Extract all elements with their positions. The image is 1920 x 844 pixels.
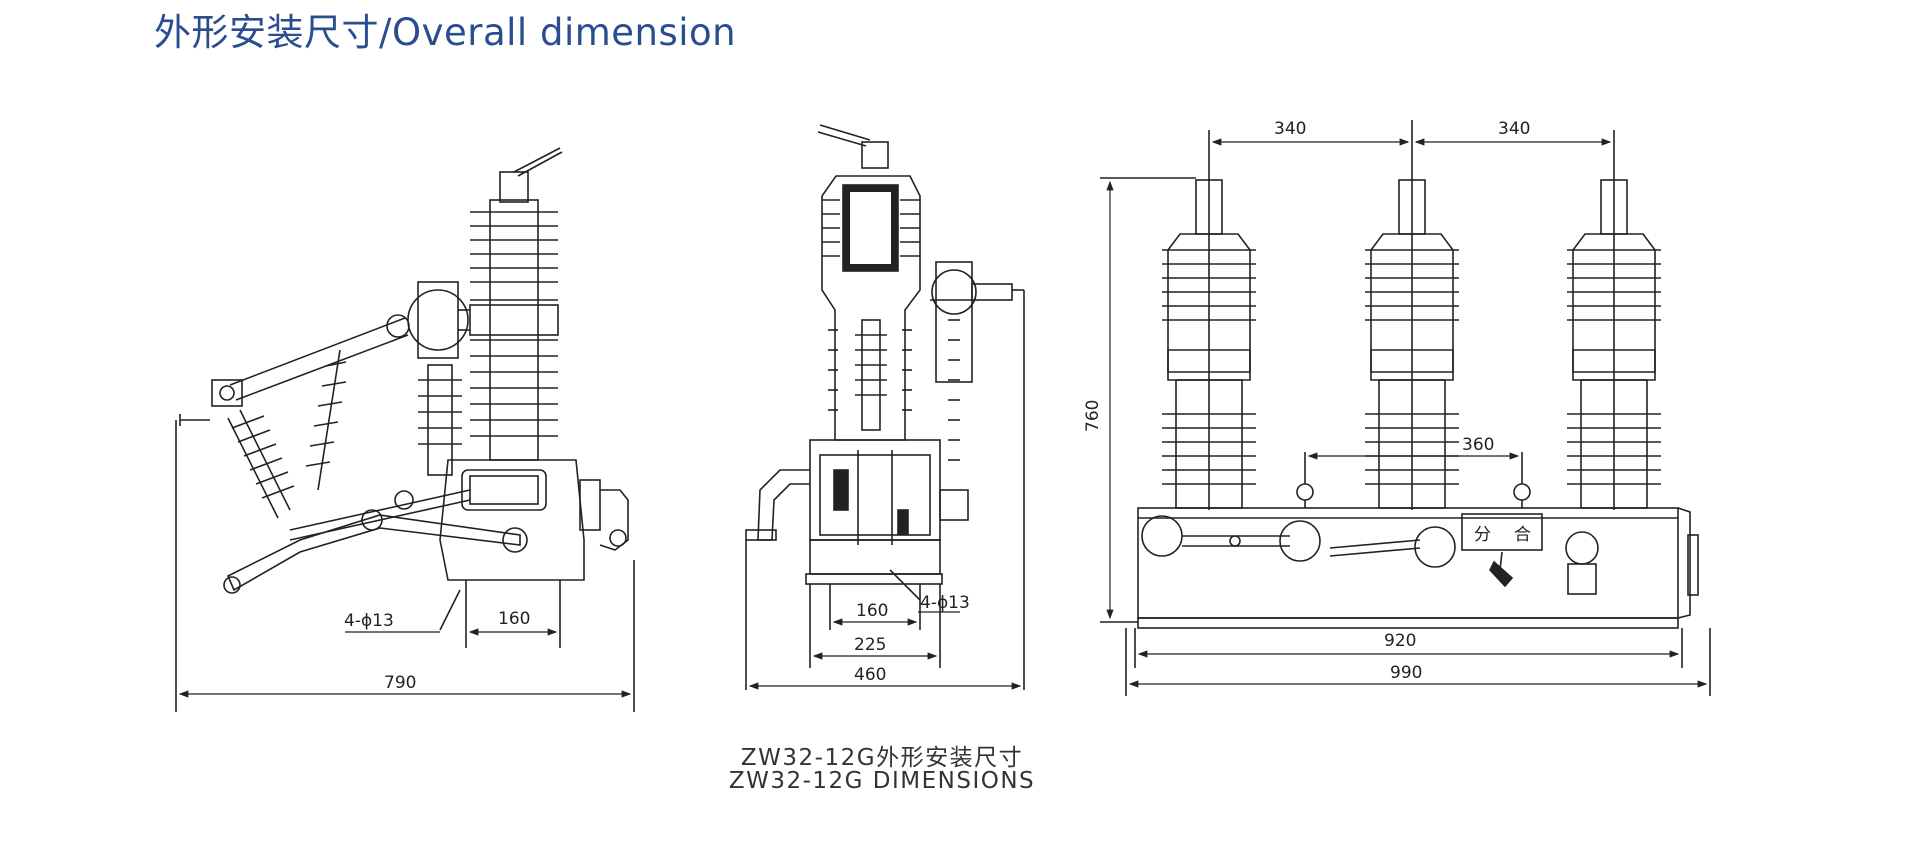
close-label: 合	[1514, 525, 1531, 545]
main-insulator	[469, 147, 563, 461]
pole-2	[1365, 179, 1459, 510]
front-mechanism	[745, 439, 943, 690]
caption-english: ZW32-12G DIMENSIONS	[728, 768, 1036, 794]
three-phase-dimensions	[1106, 138, 1708, 688]
pole-3	[1567, 179, 1661, 510]
isolator-insulator-2	[305, 349, 347, 491]
front-ct	[930, 261, 1025, 690]
side-view-dimensions	[178, 628, 632, 698]
mount-width-label: 920	[1384, 631, 1416, 651]
height-label: 760	[1083, 400, 1103, 432]
pole-spacing-left-label: 340	[1274, 119, 1306, 139]
front-inner-label: 225	[854, 635, 886, 655]
mechanism-tank	[1137, 507, 1699, 629]
isolator-insulator-3	[418, 364, 462, 476]
overall-width-label: 990	[1390, 663, 1422, 683]
insulator-sheds	[470, 211, 558, 437]
vacuum-interrupter-column	[817, 124, 921, 441]
side-mount-label: 160	[498, 609, 530, 629]
side-view	[175, 147, 635, 712]
front-width-label: 460	[854, 665, 886, 685]
pole-spacing-right-label: 340	[1498, 119, 1530, 139]
mechanism-housing	[439, 459, 629, 581]
caption-chinese: ZW32-12G外形安装尺寸	[740, 745, 1024, 771]
page-title: 外形安装尺寸/Overall dimension	[154, 11, 737, 54]
front-holes-label: 4-ϕ13	[920, 593, 970, 613]
current-transformer	[407, 289, 469, 351]
side-holes-label: 4-ϕ13	[344, 611, 394, 631]
linkage	[179, 414, 528, 594]
open-label: 分	[1474, 525, 1491, 545]
front-view	[745, 124, 1025, 690]
front-view-dimensions	[748, 611, 1022, 690]
front-mount-label: 160	[856, 601, 888, 621]
side-width-label: 790	[384, 673, 416, 693]
three-phase-view	[1100, 120, 1711, 696]
operating-arm	[211, 314, 410, 407]
isolator-insulator-1	[227, 409, 295, 519]
pole-1	[1162, 179, 1256, 510]
lift-eye-label: 360	[1462, 435, 1494, 455]
